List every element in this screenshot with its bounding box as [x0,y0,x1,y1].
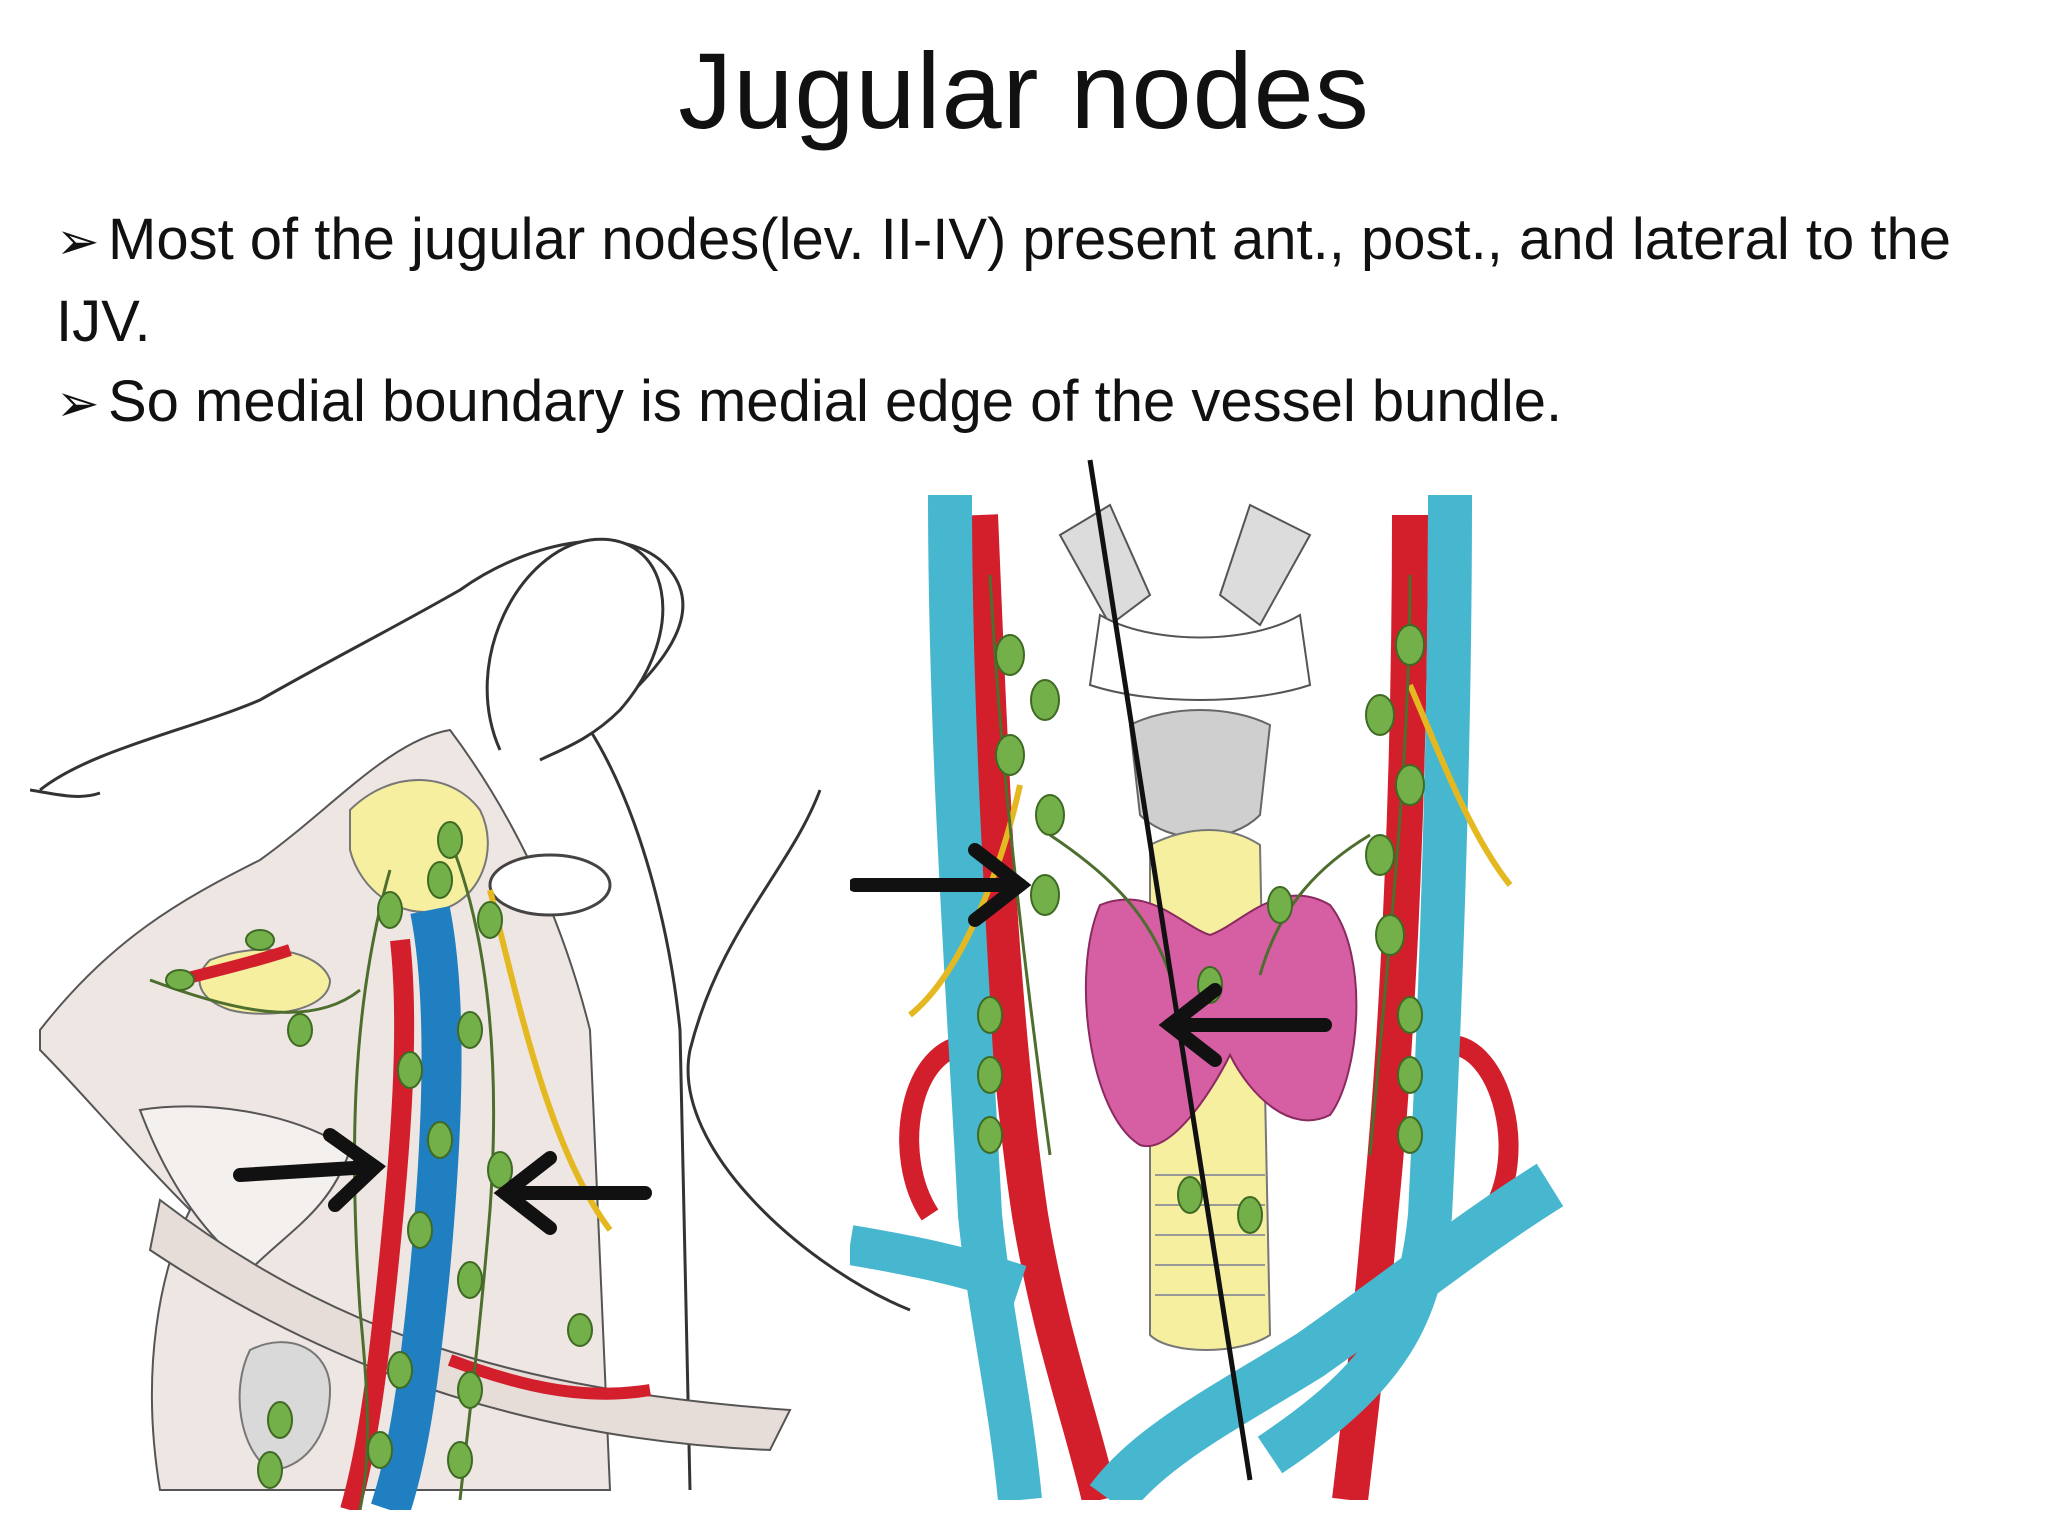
lymph-node [977,1056,1003,1094]
arrow-left-icon [1158,983,1332,1067]
lymph-node [267,1401,293,1439]
arrow-right-icon [850,843,1032,927]
lymph-node [387,1351,413,1389]
lymph-node [1030,874,1060,916]
lymph-node [567,1313,593,1347]
lymph-node [1035,794,1065,836]
parotid-gland [349,779,489,913]
subclavian-vein [850,1225,1027,1304]
arrow-bullet-icon: ➢ [56,213,100,271]
lymph-node [1397,1116,1423,1154]
bullet-text-1: Most of the jugular nodes(lev. II-IV) pr… [56,207,1952,354]
lip-line [30,788,101,798]
lymph-node [487,1151,513,1189]
lymph-node [1395,624,1425,666]
arrow-bullet-icon: ➢ [56,375,100,433]
lymph-node [245,929,275,951]
lymph-node [1397,1056,1423,1094]
lymph-node [1177,1176,1203,1214]
right-ijv [1257,494,1472,1474]
lymph-node [367,1431,393,1469]
mandible-processes [1058,503,1312,627]
lymph-node [287,1013,313,1047]
lymph-node [1375,914,1405,956]
mastoid [488,853,612,917]
lymph-vessels [988,574,1412,1156]
bullet-text-2: So medial boundary is medial edge of the… [108,369,1563,434]
lymph-node [1395,764,1425,806]
left-carotid-artery [962,514,1118,1500]
arrow-right-icon [233,1128,386,1212]
lymph-node [397,1051,423,1089]
slide-title: Jugular nodes [678,30,1370,151]
lymph-nodes [977,624,1425,1234]
bullet-item-1: ➢Most of the jugular nodes(lev. II-IV) p… [56,200,2016,362]
ijv [370,906,462,1510]
brachiocephalic-vein [1089,1163,1564,1500]
lymph-node [437,821,463,859]
lymph-node [427,1121,453,1159]
lymph-node [457,1371,483,1409]
lymph-node [457,1261,483,1299]
bullet-list: ➢Most of the jugular nodes(lev. II-IV) p… [56,200,2016,444]
artery-branch-lower [447,1354,651,1400]
lymph-node [977,996,1003,1034]
lymph-node [407,1211,433,1249]
ear-outline [485,537,665,762]
lymph-node [1365,834,1395,876]
lymph-node [447,1441,473,1479]
lymph-node [1030,679,1060,721]
lymph-node [995,634,1025,676]
lymph-node [377,891,403,929]
lymph-node [1267,886,1293,924]
lymph-nodes [165,821,593,1489]
lymph-node [457,1011,483,1049]
lymph-node [165,969,195,991]
lymph-node [1237,1196,1263,1234]
mandible [138,1105,352,1272]
medial-boundary-line [1087,459,1253,1481]
trachea-rings [1155,1174,1265,1296]
bullet-item-2: ➢So medial boundary is medial edge of th… [56,362,2016,444]
lymph-node [995,734,1025,776]
lymph-node [977,1116,1003,1154]
neck-back-outline [686,789,911,1312]
lateral-neck-illustration [30,537,911,1510]
thyroid-cartilage [1128,709,1272,839]
hyoid-bone [1088,613,1312,701]
lymph-node [257,1451,283,1489]
right-nerve [1407,683,1513,887]
lymph-node [1397,996,1423,1034]
lymph-node [427,861,453,899]
lymph-node [477,901,503,939]
anterior-neck-illustration [850,459,1564,1500]
lymph-node [1365,694,1395,736]
left-ijv [928,494,1042,1500]
arrow-left-icon [493,1151,652,1235]
